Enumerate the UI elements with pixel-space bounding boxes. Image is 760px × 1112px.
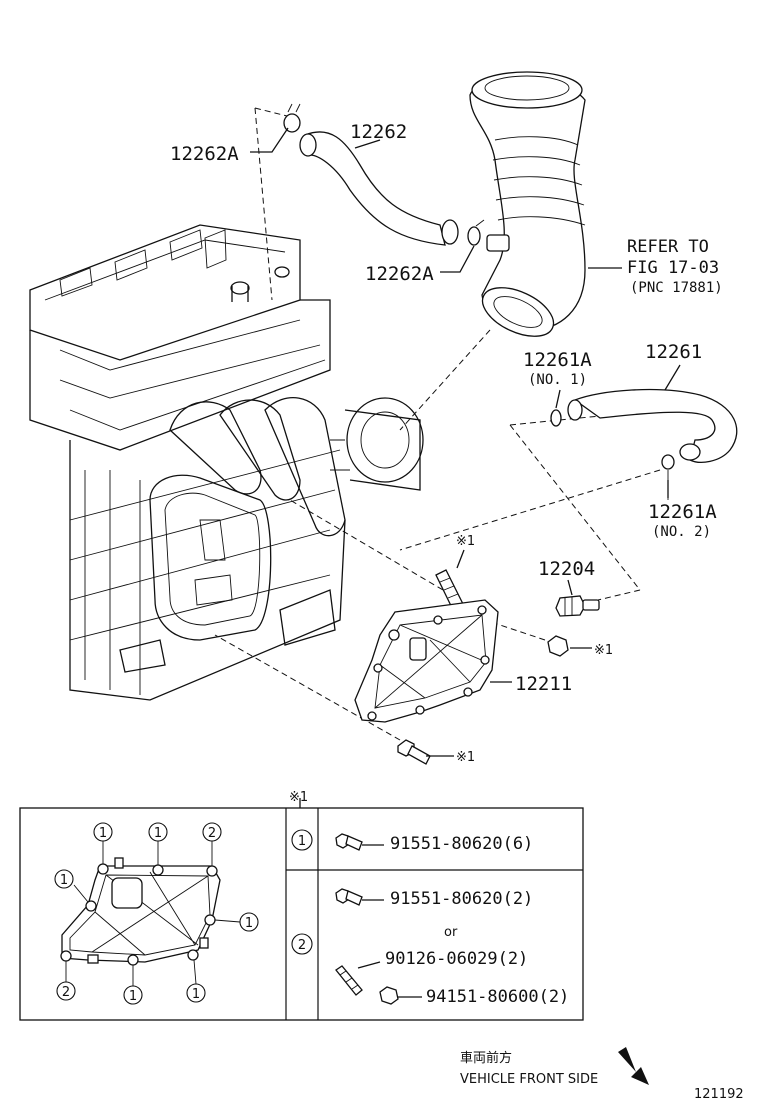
air-intake-duct [469, 71, 586, 337]
callout-12261a-no2-sub: (NO. 2) [652, 524, 711, 540]
table-bolt-icon-1 [335, 833, 384, 851]
row2-part-2: 90126-06029(2) [385, 949, 528, 969]
ventilation-valve-12204 [555, 595, 600, 617]
legend-table: ※1 [19, 790, 584, 1021]
callout-nut-mark: ※1 [594, 643, 613, 658]
clamp-no1 [550, 409, 562, 427]
clamp-12262a-lower [467, 226, 481, 246]
callout-12262a-lower: 12262A [365, 263, 434, 285]
row2-or: or [444, 925, 458, 940]
row1-key: 1 [298, 834, 306, 849]
callout-12262: 12262 [350, 121, 407, 143]
callout-12204: 12204 [538, 558, 595, 580]
inset-markers: 1 1 2 1 1 1 2 1 [54, 822, 259, 1005]
callout-leaders [250, 127, 681, 808]
callout-12261a-no1: 12261A [523, 349, 592, 371]
inset-marker-4: 1 [60, 873, 68, 888]
refer-line-2: FIG 17-03 [627, 258, 719, 278]
front-arrow-icon [618, 1047, 649, 1085]
inset-cover-drawing [60, 840, 241, 986]
callout-bolt-mark: ※1 [456, 750, 475, 765]
nut [547, 635, 569, 657]
callout-12261a-no1-sub: (NO. 1) [528, 372, 587, 388]
direction-jp: 車両前方 [460, 1050, 512, 1066]
direction-en: VEHICLE FRONT SIDE [460, 1072, 598, 1087]
callout-12262a-upper: 12262A [170, 143, 239, 165]
refer-line-3: (PNC 17881) [630, 280, 723, 296]
inset-marker-2: 1 [154, 826, 162, 841]
table-nut-icon [379, 986, 422, 1005]
clamp-12262a-upper [283, 113, 301, 133]
clamp-no2 [661, 454, 675, 470]
inset-marker-6: 1 [129, 989, 137, 1004]
refer-line-1: REFER TO [627, 237, 709, 257]
hose-12261 [550, 388, 738, 500]
row1-part-1: 91551-80620(6) [390, 834, 533, 854]
flange-bolt [397, 739, 431, 765]
callout-12261a-no2: 12261A [648, 501, 717, 523]
table-mark: ※1 [289, 790, 308, 805]
inset-marker-8: 1 [192, 987, 200, 1002]
cover-12211 [354, 599, 499, 723]
inset-marker-5: 1 [245, 916, 253, 931]
engine-block-drawing [29, 224, 424, 701]
table-bolt-icon-2 [335, 888, 384, 906]
inset-marker-1: 1 [99, 826, 107, 841]
row2-part-1: 91551-80620(2) [390, 889, 533, 909]
inset-marker-7: 2 [62, 985, 70, 1000]
row2-part-3: 94151-80600(2) [426, 987, 569, 1007]
hose-12262 [283, 103, 485, 246]
inset-marker-3: 2 [208, 826, 216, 841]
callout-12211: 12211 [515, 673, 572, 695]
callout-stud-mark: ※1 [456, 534, 475, 549]
callout-12261: 12261 [645, 341, 702, 363]
table-stud-icon [335, 961, 381, 996]
figure-id: 121192 [694, 1087, 744, 1102]
row2-key: 2 [298, 938, 306, 953]
